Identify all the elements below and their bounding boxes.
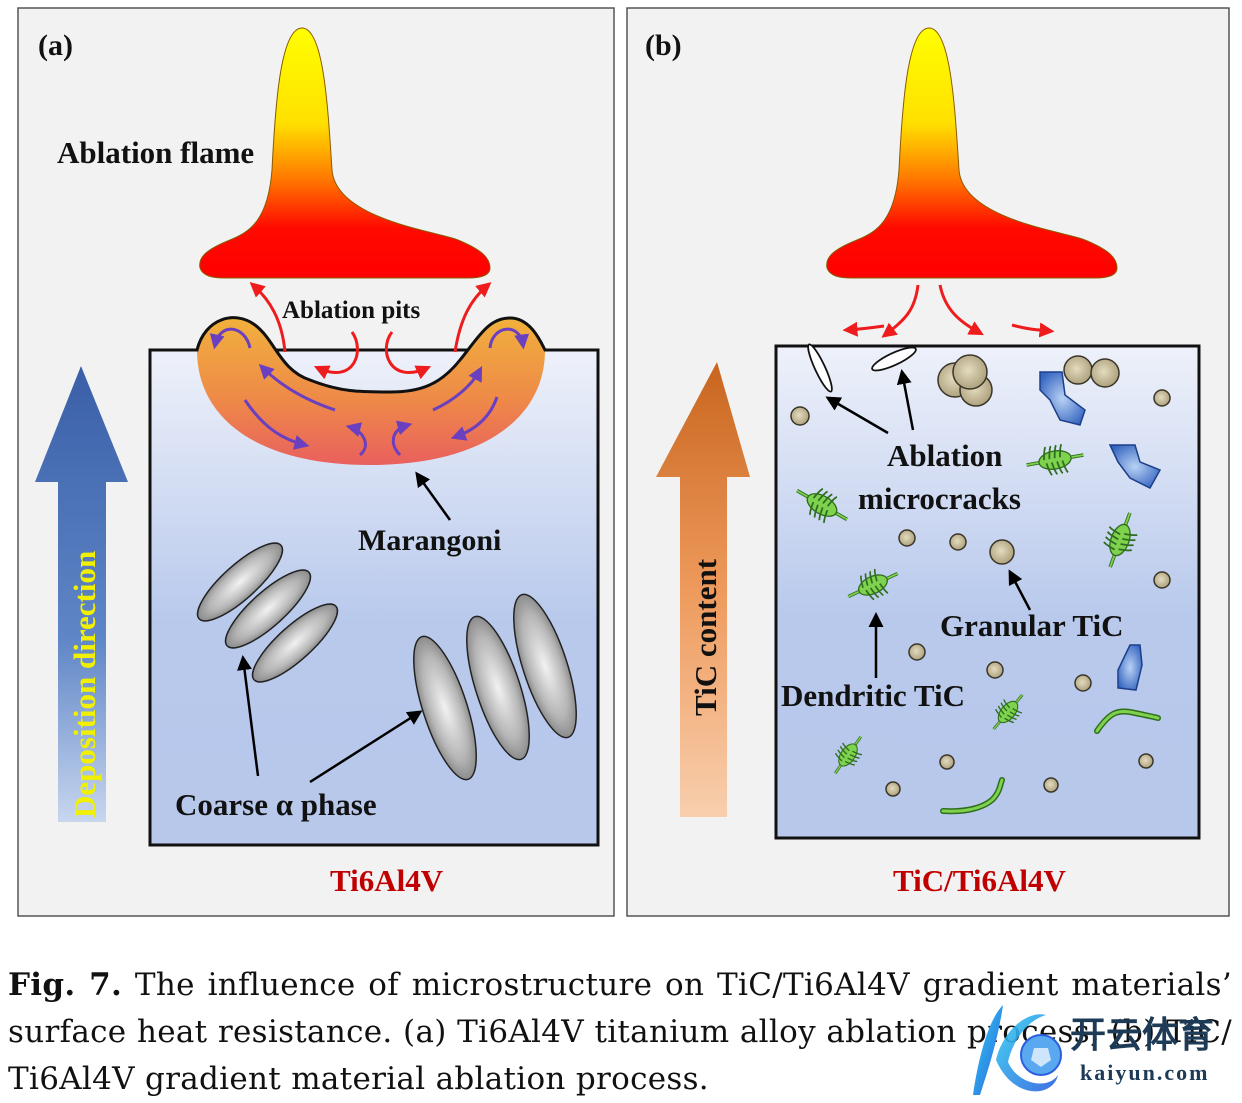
tic-grain [1043, 777, 1059, 793]
caption-text: The influence of microstructure on TiC/T… [8, 967, 1233, 1097]
flow-arrow [488, 327, 530, 350]
tic-grain [908, 643, 926, 661]
marangoni-pointer-arrow [415, 471, 452, 521]
blue-particle [1039, 371, 1086, 426]
lamella [196, 542, 284, 622]
deposition-direction-label: Deposition direction [67, 551, 102, 818]
flow-arrow [450, 396, 499, 441]
microcracks-label-line1: Ablation [887, 438, 1002, 473]
lamella [413, 635, 477, 781]
panel-a: (a) Ablation flame Ablation pits [17, 7, 615, 917]
blue-particles [1039, 371, 1162, 691]
tic-grain [1153, 389, 1171, 407]
granular-pointer-arrow [1008, 569, 1032, 611]
lamella [224, 569, 312, 649]
tic-content-label: TiC content [688, 558, 723, 716]
tic-fibers-inner [941, 709, 1160, 813]
lamella [251, 603, 339, 683]
tic-grain [1153, 571, 1171, 589]
microcrack [807, 343, 833, 393]
red-arrow [881, 284, 920, 338]
tic-grain [790, 406, 810, 426]
microcrack-pointer-arrow [825, 396, 889, 435]
alpha-pointer-arrow [309, 710, 423, 784]
blue-particle [1117, 644, 1143, 691]
flow-arrow [391, 420, 413, 457]
red-arrow [313, 331, 359, 380]
tic-grain [1063, 355, 1093, 385]
ablation-arrows-b [842, 284, 1055, 338]
alpha-pointer-arrow [237, 655, 260, 777]
coarse-alpha-lamellae [196, 542, 577, 781]
red-arrow [1011, 322, 1055, 338]
ablation-pit-arrows [249, 282, 492, 380]
flow-arrow [258, 363, 336, 412]
watermark-k-icon [973, 1005, 1003, 1095]
material-label-b: TiC/Ti6Al4V [893, 863, 1066, 898]
coarse-alpha-label: Coarse α phase [175, 787, 377, 822]
panel-b: (b) Ablation microcracks [626, 7, 1230, 917]
lamella [466, 615, 530, 761]
tic-grain [952, 354, 988, 390]
deposition-direction-arrow [35, 366, 128, 822]
watermark-brand-url: kaiyun.com [1080, 1060, 1209, 1085]
ablation-flame-shape-b [826, 27, 1118, 279]
ablation-pits-label: Ablation pits [282, 297, 421, 324]
marangoni-flow-arrows [209, 327, 530, 457]
tic-grain [1090, 358, 1120, 388]
red-arrow [453, 282, 492, 353]
flow-arrow [432, 366, 483, 412]
red-arrow [842, 321, 885, 337]
ablation-flame-label: Ablation flame [57, 135, 254, 170]
tic-grain [1074, 674, 1092, 692]
watermark-brand-cn: 开云体育 [1070, 1015, 1214, 1055]
blue-particle [1108, 444, 1162, 489]
material-label-a: Ti6Al4V [330, 863, 444, 898]
red-arrow [938, 284, 984, 336]
panel-a-label: (a) [38, 29, 73, 62]
tic-grain [885, 781, 901, 797]
tic-grain [989, 539, 1015, 565]
tic-grain [898, 529, 916, 547]
marangoni-label: Marangoni [358, 524, 501, 557]
melt-pool-surface [150, 316, 598, 394]
red-arrow [249, 282, 287, 353]
tic-grain [949, 533, 967, 551]
tic-grain [986, 661, 1004, 679]
ablation-flame-shape [199, 27, 491, 279]
microcrack-pointer-arrow [896, 369, 915, 431]
flow-arrow [243, 399, 310, 450]
figure-caption: Fig. 7. The influence of microstructure … [8, 962, 1232, 1103]
granular-tic-particles [790, 354, 1171, 797]
figure-diagram: (a) Ablation flame Ablation pits [17, 7, 1230, 917]
microcracks [807, 343, 917, 393]
tic-grain [939, 754, 955, 770]
flow-arrow [345, 422, 367, 457]
lamella [513, 593, 577, 739]
flow-arrow [209, 327, 252, 350]
watermark-logo: 开云体育 kaiyun.com [973, 1005, 1214, 1095]
tic-content-arrow [656, 362, 750, 817]
microcrack [871, 346, 917, 372]
red-arrow [384, 331, 432, 380]
granular-tic-label: Granular TiC [940, 608, 1123, 643]
tic-grain [1138, 753, 1154, 769]
caption-figure-label: Fig. 7. [8, 967, 123, 1003]
dendritic-tic-label: Dendritic TiC [781, 678, 965, 713]
panel-b-label: (b) [645, 29, 682, 62]
microcracks-label-line2: microcracks [858, 481, 1021, 516]
